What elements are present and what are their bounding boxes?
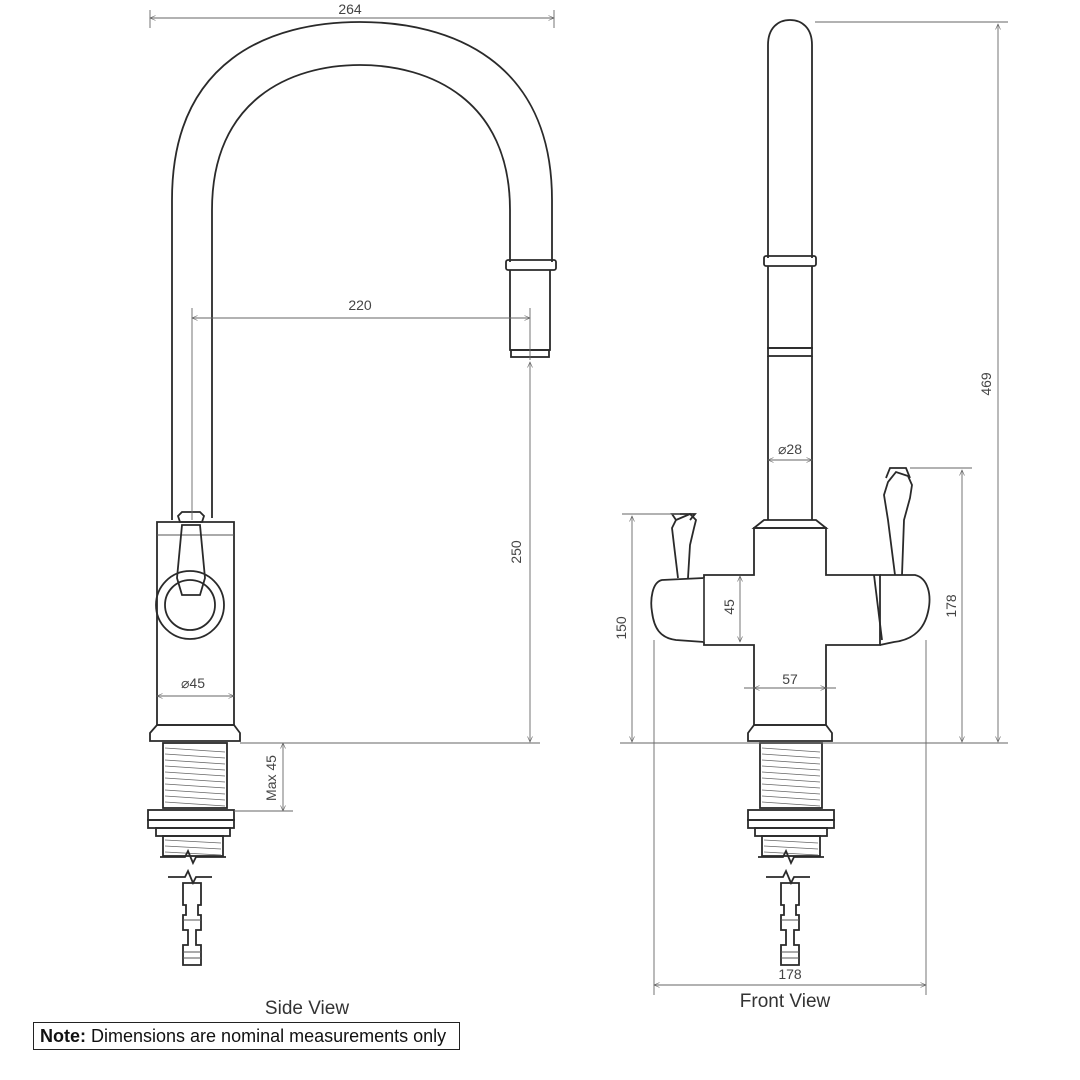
dim-overall-height: 469 — [978, 372, 994, 396]
note-label: Note: — [40, 1026, 86, 1046]
side-handle-ring — [155, 570, 225, 640]
front-washer-lower — [747, 819, 835, 829]
side-washer-lower — [147, 819, 235, 829]
front-break-line — [758, 848, 824, 866]
front-right-handle — [879, 574, 931, 646]
dim-body-diameter: ⌀45 — [181, 675, 205, 691]
side-lever-top — [176, 511, 206, 523]
front-thread-lines — [761, 747, 821, 807]
front-base-flange — [747, 724, 833, 742]
side-nut — [155, 827, 231, 837]
side-break-line — [160, 848, 226, 866]
dim-right-lever-height: 178 — [943, 594, 959, 618]
side-lever-handle — [176, 524, 206, 596]
front-view-title: Front View — [740, 991, 831, 1012]
dim-body-height: 45 — [721, 599, 737, 615]
front-spout-base — [751, 519, 829, 529]
front-nut — [754, 827, 828, 837]
side-thread-lines — [164, 747, 226, 807]
front-left-lever — [671, 512, 697, 579]
dim-spout-height: 250 — [508, 540, 524, 564]
side-thread-shank — [162, 742, 228, 809]
note-text: Dimensions are nominal measurements only — [86, 1026, 447, 1046]
side-thread-lines-lower — [164, 839, 222, 856]
dim-max-mount: Max 45 — [263, 755, 279, 801]
side-body — [156, 521, 235, 726]
side-base-flange — [149, 724, 241, 742]
side-view-title: Side View — [265, 998, 349, 1019]
side-spout-inner — [211, 64, 511, 518]
side-washer — [147, 809, 235, 821]
front-right-lever — [883, 470, 913, 576]
dim-reach: 220 — [348, 297, 372, 313]
side-handle-ring-inner — [164, 579, 216, 631]
front-body-cross — [703, 527, 881, 726]
dim-left-lever-height: 150 — [613, 616, 629, 640]
side-hose-connector — [182, 882, 202, 966]
front-dimensions — [620, 21, 1008, 995]
side-spout — [171, 21, 553, 520]
front-hose-connector — [780, 882, 800, 966]
front-left-handle — [650, 577, 705, 643]
side-spout-collar — [505, 259, 557, 271]
side-view — [147, 21, 557, 966]
dim-overall-width: 264 — [338, 1, 362, 17]
dim-spout-diameter: ⌀28 — [778, 441, 802, 457]
front-spout-aerator-band — [767, 347, 813, 357]
side-dimensions — [150, 10, 554, 811]
front-spout-stem — [767, 356, 813, 520]
front-spout — [767, 19, 813, 258]
front-view — [650, 19, 931, 966]
note-box: Note: Dimensions are nominal measurement… — [33, 1022, 460, 1050]
front-spout-collar — [763, 255, 817, 267]
dim-body-width: 57 — [782, 671, 798, 687]
front-thread-lines-lower — [763, 839, 819, 856]
front-shank-lower — [761, 835, 821, 857]
front-washer — [747, 809, 835, 821]
front-spout-head — [767, 266, 813, 349]
side-shank-lower — [162, 835, 224, 857]
dim-front-width: 178 — [778, 966, 802, 982]
